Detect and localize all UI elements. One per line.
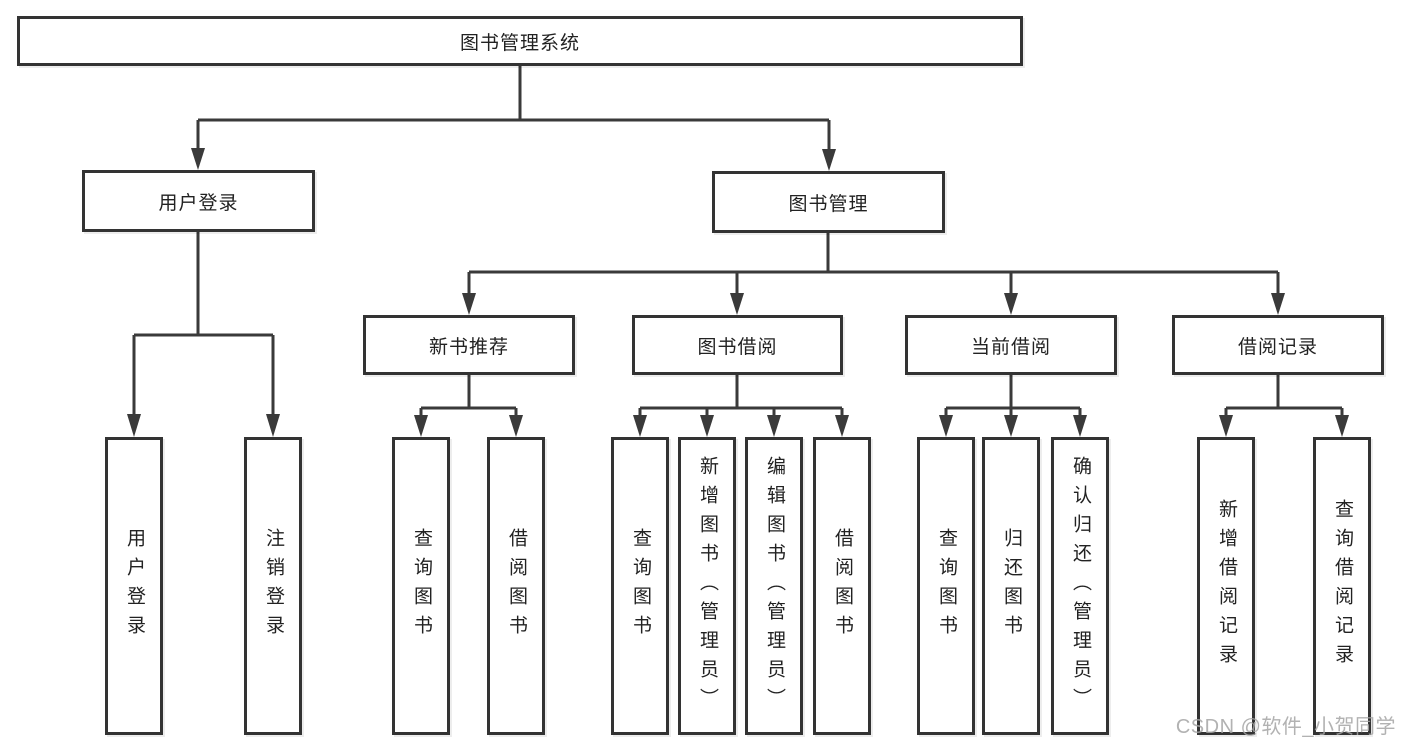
leaf-add-borrow-record: 新增借阅记录 xyxy=(1197,437,1255,735)
node-current-borrow: 当前借阅 xyxy=(905,315,1117,375)
leaf-label: 新增借阅记录 xyxy=(1215,499,1237,673)
leaf-query-book-2: 查询图书 xyxy=(611,437,669,735)
leaf-label: 查询图书 xyxy=(935,528,957,644)
leaf-label: 归还图书 xyxy=(1000,528,1022,644)
leaf-return-book: 归还图书 xyxy=(982,437,1040,735)
leaf-borrow-book-1: 借阅图书 xyxy=(487,437,545,735)
leaf-add-book-admin: 新增图书（管理员） xyxy=(678,437,736,735)
watermark: CSDN @软件_小贺同学 xyxy=(1175,716,1396,738)
leaf-query-borrow-record: 查询借阅记录 xyxy=(1313,437,1371,735)
connector-book-borrow-fan xyxy=(638,375,844,417)
leaf-query-book-1: 查询图书 xyxy=(392,437,450,735)
leaf-logout: 注销登录 xyxy=(244,437,302,735)
node-borrow-record: 借阅记录 xyxy=(1172,315,1384,375)
node-book-borrow: 图书借阅 xyxy=(632,315,843,375)
connector-current-borrow-fan xyxy=(944,375,1082,417)
connector-book-management-fan xyxy=(467,233,1280,295)
node-user-login: 用户登录 xyxy=(82,170,315,232)
arrowheads xyxy=(127,148,1349,437)
node-book-management: 图书管理 xyxy=(712,171,945,233)
leaf-label: 注销登录 xyxy=(262,528,284,644)
leaf-label: 编辑图书（管理员） xyxy=(763,455,785,717)
leaf-label: 借阅图书 xyxy=(505,528,527,644)
leaf-label: 用户登录 xyxy=(123,528,145,644)
leaf-label: 确认归还（管理员） xyxy=(1069,455,1091,717)
leaf-label: 查询图书 xyxy=(629,528,651,644)
leaf-label: 借阅图书 xyxy=(831,528,853,644)
node-new-book-recommend: 新书推荐 xyxy=(363,315,575,375)
connector-user-login-fan xyxy=(132,232,275,416)
leaf-label: 查询借阅记录 xyxy=(1331,499,1353,673)
leaf-label: 新增图书（管理员） xyxy=(696,455,718,717)
leaf-query-book-3: 查询图书 xyxy=(917,437,975,735)
connector-borrow-record-fan xyxy=(1224,375,1344,417)
connector-root-fan xyxy=(196,64,831,151)
leaf-edit-book-admin: 编辑图书（管理员） xyxy=(745,437,803,735)
leaf-user-login: 用户登录 xyxy=(105,437,163,735)
connector-new-book-fan xyxy=(419,375,518,417)
node-root: 图书管理系统 xyxy=(17,16,1023,66)
leaf-label: 查询图书 xyxy=(410,528,432,644)
leaf-borrow-book-2: 借阅图书 xyxy=(813,437,871,735)
leaf-confirm-return-admin: 确认归还（管理员） xyxy=(1051,437,1109,735)
